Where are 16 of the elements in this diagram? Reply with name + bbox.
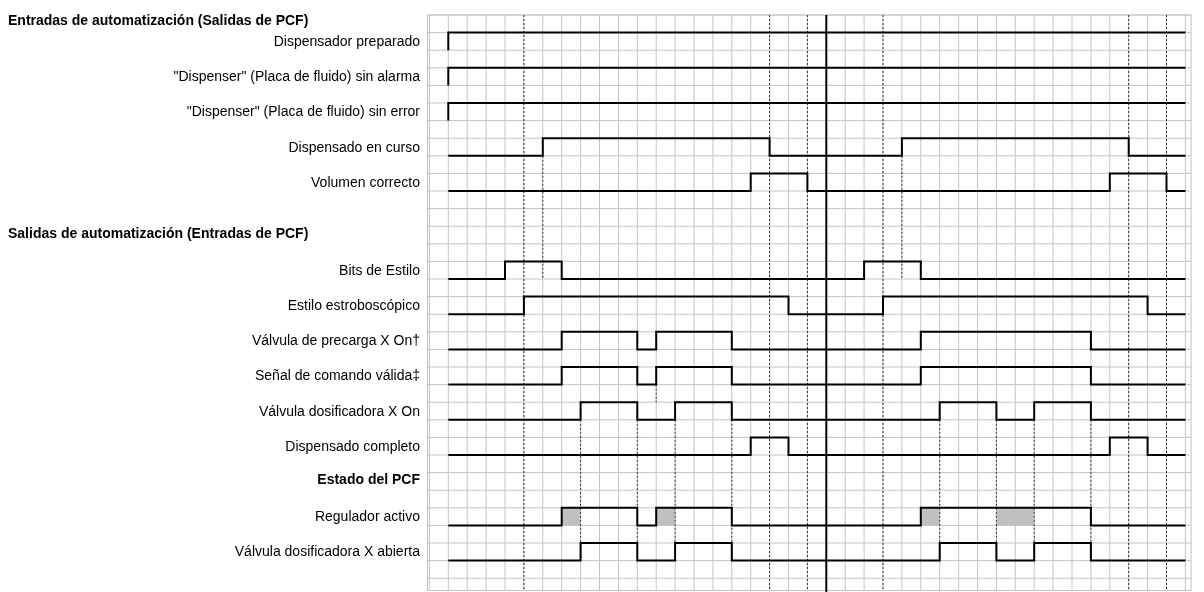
- signal-name: Señal de comando válida‡: [255, 367, 420, 385]
- signal-name: Dispensado en curso: [288, 138, 420, 156]
- signal-name: Válvula dosificadora X abierta: [234, 543, 420, 561]
- signal-name: Volumen correcto: [311, 173, 420, 191]
- signal-name: Válvula dosificadora X On: [258, 402, 420, 420]
- signal-name: Regulador activo: [314, 508, 420, 526]
- signal-name: Dispensador preparado: [273, 32, 420, 50]
- signal-name: Estilo estroboscópico: [287, 296, 420, 314]
- signal-name: Dispensado completo: [285, 437, 420, 455]
- section-heading: Estado del PCF: [317, 471, 420, 489]
- signal-name: Bits de Estilo: [339, 261, 420, 279]
- section-heading: Entradas de automatización (Salidas de PCF): [8, 11, 309, 29]
- signal-name: Válvula de precarga X On†: [251, 332, 420, 350]
- signal-name: "Dispenser" (Placa de fluido) sin alarma: [173, 68, 420, 86]
- signal-name: "Dispenser" (Placa de fluido) sin error: [186, 103, 420, 121]
- section-heading: Salidas de automatización (Entradas de PCF): [8, 224, 309, 242]
